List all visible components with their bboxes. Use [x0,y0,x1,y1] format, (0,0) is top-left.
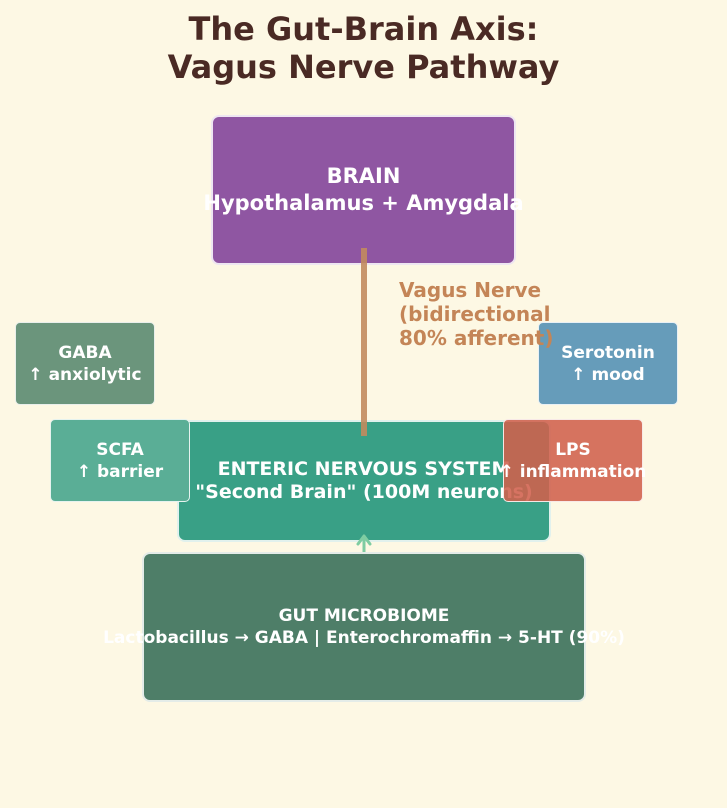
lps-effect: ↑ inflammation [499,461,647,482]
vagus-nerve-line [361,248,367,436]
ens-label: ENTERIC NERVOUS SYSTEM [217,458,511,480]
vagus-label-line-2: (bidirectional [399,302,551,326]
serotonin-effect: ↑ mood [571,364,645,385]
lps-label: LPS [555,439,591,460]
gut-details: Lactobacillus → GABA | Enterochromaffin … [103,628,625,648]
lps-box: LPS ↑ inflammation [500,419,646,502]
enteric-nervous-system-box: ENTERIC NERVOUS SYSTEM "Second Brain" (1… [177,420,551,542]
brain-box: BRAIN Hypothalamus + Amygdala [203,115,524,265]
diagram-title: The Gut-Brain Axis: Vagus Nerve Pathway [0,10,727,86]
serotonin-label: Serotonin [561,342,655,363]
gaba-label: GABA [58,342,112,363]
gut-label: GUT MICROBIOME [278,606,450,626]
vagus-label-line-1: Vagus Nerve [399,278,542,302]
brain-regions: Hypothalamus + Amygdala [203,191,524,215]
serotonin-box: Serotonin ↑ mood [538,322,678,405]
scfa-effect: ↑ barrier [76,461,164,482]
title-line-1: The Gut-Brain Axis: [188,10,539,48]
gaba-effect: ↑ anxiolytic [28,364,142,385]
scfa-box: SCFA ↑ barrier [50,419,190,502]
scfa-label: SCFA [96,439,144,460]
brain-label: BRAIN [326,164,401,188]
vagus-label-line-3: 80% afferent) [399,326,554,350]
vagus-nerve-label: Vagus Nerve (bidirectional 80% afferent) [399,278,553,350]
title-line-2: Vagus Nerve Pathway [167,48,560,86]
ens-subtitle: "Second Brain" (100M neurons) [195,481,533,503]
gaba-box: GABA ↑ anxiolytic [15,322,155,405]
gut-microbiome-box: GUT MICROBIOME Lactobacillus → GABA | En… [103,552,625,702]
